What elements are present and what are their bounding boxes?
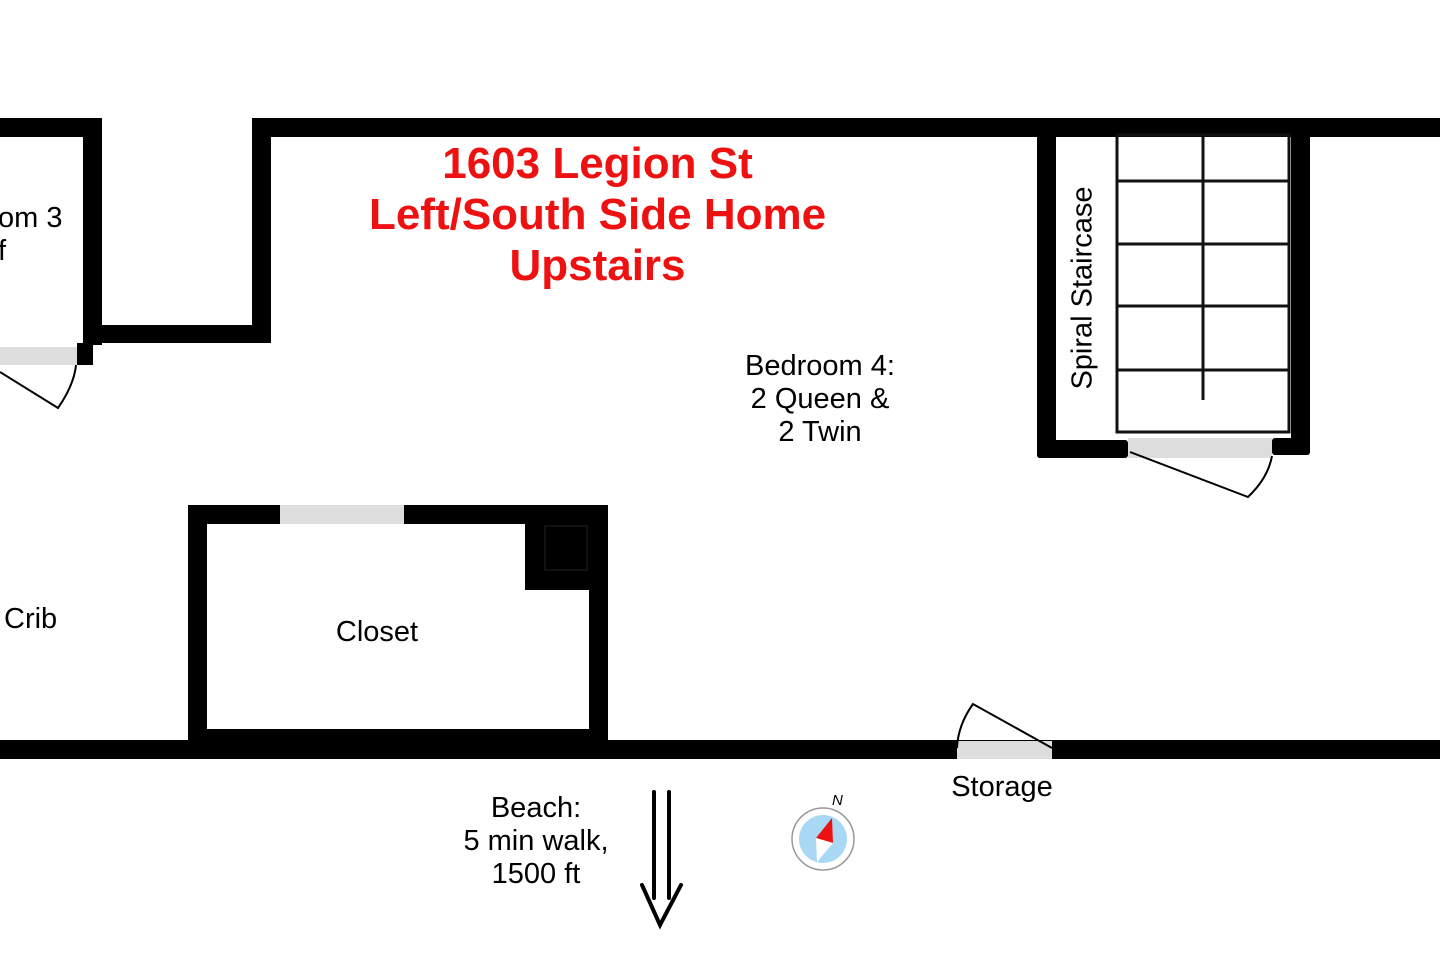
walls bbox=[0, 118, 1440, 759]
beach-line2: 5 min walk, bbox=[463, 825, 609, 857]
crib-label: Crib bbox=[4, 603, 58, 635]
title-side: Left/South Side Home bbox=[368, 190, 827, 239]
closet-label: Closet bbox=[335, 616, 419, 648]
bedroom4-line1: Bedroom 4: bbox=[745, 350, 895, 382]
compass-icon bbox=[791, 807, 855, 871]
compass-north-label: N bbox=[832, 792, 843, 809]
staircase-label: Spiral Staircase bbox=[1066, 186, 1099, 390]
beach-line1: Beach: bbox=[490, 792, 582, 824]
plan-title: 1603 Legion St Left/South Side Home Upst… bbox=[300, 138, 895, 291]
door-swings bbox=[0, 364, 1273, 749]
bedroom4-line3: 2 Twin bbox=[778, 416, 862, 448]
bedroom3-line2: f bbox=[0, 235, 7, 267]
beach-line3: 1500 ft bbox=[491, 858, 581, 890]
bedroom3-line1: om 3 bbox=[0, 202, 63, 234]
title-address: 1603 Legion St bbox=[442, 139, 753, 188]
chimney-block bbox=[544, 525, 588, 571]
beach-label: Beach: 5 min walk, 1500 ft bbox=[436, 792, 636, 891]
title-floor: Upstairs bbox=[509, 241, 686, 290]
doors-windows bbox=[0, 347, 1272, 759]
stairs bbox=[1115, 133, 1291, 434]
bedroom4-label: Bedroom 4: 2 Queen & 2 Twin bbox=[720, 350, 920, 449]
bedroom3-label: om 3 f bbox=[0, 202, 62, 268]
beach-arrow-icon bbox=[640, 790, 683, 930]
bedroom4-line2: 2 Queen & bbox=[750, 383, 890, 415]
storage-label: Storage bbox=[951, 771, 1053, 803]
